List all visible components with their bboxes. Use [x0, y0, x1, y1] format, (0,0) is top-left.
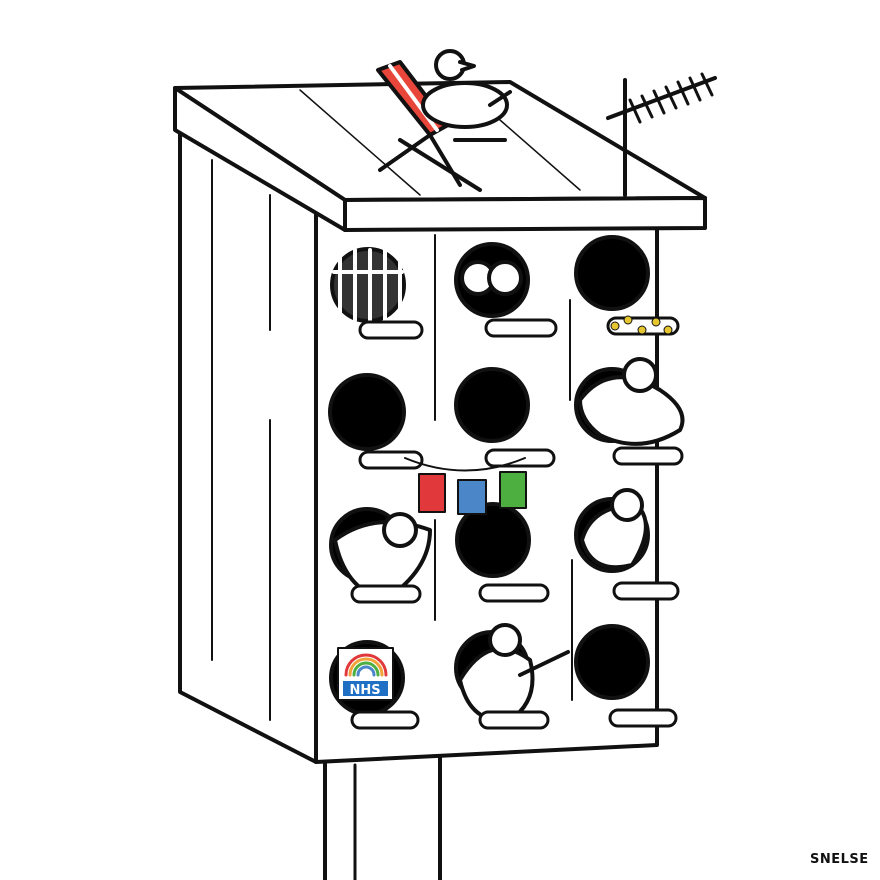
post: [323, 753, 442, 880]
roof: [173, 80, 707, 232]
nhs-text: NHS: [349, 683, 380, 698]
deckchair-bird: [376, 49, 512, 192]
jail-bars: [332, 248, 404, 322]
box-side: [178, 123, 318, 764]
fairy-lights: [610, 315, 673, 335]
birds: [333, 260, 685, 723]
artist-signature: SNELSE: [810, 852, 869, 867]
washing-line: [404, 457, 527, 515]
nhs-rainbow-sticker: NHS: [337, 647, 394, 701]
tv-antenna: [606, 72, 717, 197]
